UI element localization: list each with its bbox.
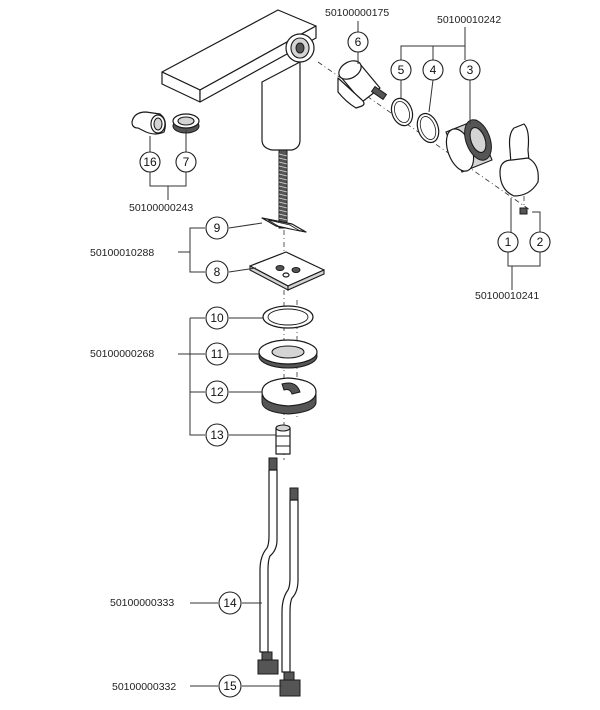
rod-thread-mark [278, 181, 288, 185]
callout-9: 9 [205, 216, 229, 240]
ring-10-part [262, 305, 314, 329]
lever-handle-part [499, 123, 539, 197]
part-number-label-spout: 50100000175 [325, 7, 389, 19]
svg-text:3: 3 [467, 63, 474, 77]
callout-15: 15 [218, 674, 242, 698]
o-ring-5-part [390, 97, 414, 127]
svg-text:14: 14 [223, 596, 237, 610]
callout-4: 4 [422, 59, 444, 81]
part-number-label-flange: 50100010288 [90, 247, 154, 259]
part-number-label-mounting: 50100000268 [90, 348, 154, 360]
o-ring-4-part [416, 112, 440, 144]
svg-text:6: 6 [355, 35, 362, 49]
part-number-label-aerator: 50100000243 [129, 202, 193, 214]
flange-plate-part [249, 251, 325, 291]
callout-2: 2 [529, 231, 551, 253]
svg-text:13: 13 [210, 428, 224, 442]
callout-14: 14 [218, 591, 242, 615]
handle-sleeve-part [445, 119, 493, 173]
threaded-rod [278, 149, 288, 229]
rod-thread-mark [278, 153, 288, 157]
faucet-body [161, 9, 317, 151]
svg-text:8: 8 [214, 265, 221, 279]
cartridge-part [337, 60, 388, 109]
rod-thread-mark [278, 213, 288, 217]
leader-lines [149, 21, 541, 687]
svg-text:2: 2 [537, 235, 544, 249]
callout-7: 7 [175, 151, 197, 173]
callout-1: 1 [497, 231, 519, 253]
svg-text:4: 4 [430, 63, 437, 77]
aerator-key-part [131, 111, 166, 135]
svg-text:1: 1 [505, 235, 512, 249]
svg-text:10: 10 [210, 311, 224, 325]
rod-thread-mark [278, 193, 288, 197]
svg-text:11: 11 [211, 347, 224, 361]
svg-text:7: 7 [183, 155, 190, 169]
part-number-label-hose-a: 50100000333 [110, 597, 174, 609]
callout-10: 10 [205, 306, 229, 330]
rod-thread-mark [278, 201, 288, 205]
hose-14-part [257, 457, 279, 675]
rod-thread-mark [278, 161, 288, 165]
rod-thread-mark [278, 157, 288, 161]
svg-text:16: 16 [143, 155, 157, 169]
callout-3: 3 [459, 59, 481, 81]
svg-text:5: 5 [398, 63, 405, 77]
washer-11-part [258, 339, 318, 369]
part-number-label-hose-b: 50100000332 [112, 681, 176, 693]
rod-thread-mark [278, 217, 288, 221]
callout-8: 8 [205, 260, 229, 284]
callout-6: 6 [347, 31, 369, 53]
rod-thread-mark [278, 209, 288, 213]
threaded-stud-part [275, 424, 291, 455]
rod-thread-mark [278, 197, 288, 201]
svg-text:15: 15 [223, 679, 237, 693]
callout-5: 5 [390, 59, 412, 81]
rod-thread-mark [278, 205, 288, 209]
rod-thread-mark [278, 189, 288, 193]
callout-12: 12 [205, 380, 229, 404]
rod-thread-mark [278, 177, 288, 181]
rod-thread-mark [278, 165, 288, 169]
gasket-part [261, 217, 307, 233]
callout-13: 13 [205, 423, 229, 447]
horseshoe-plate-part [261, 377, 317, 415]
part-number-label-handle: 50100010241 [475, 290, 539, 302]
rod-thread-mark [278, 169, 288, 173]
rod-thread-mark [278, 173, 288, 177]
callout-11: 11 [205, 342, 229, 366]
callout-16: 16 [139, 151, 161, 173]
set-screw-part [519, 207, 528, 215]
svg-text:9: 9 [214, 221, 221, 235]
hose-15-part [279, 487, 301, 697]
svg-text:12: 12 [210, 385, 224, 399]
rod-thread-mark [278, 185, 288, 189]
part-number-label-seals: 50100010242 [437, 14, 501, 26]
